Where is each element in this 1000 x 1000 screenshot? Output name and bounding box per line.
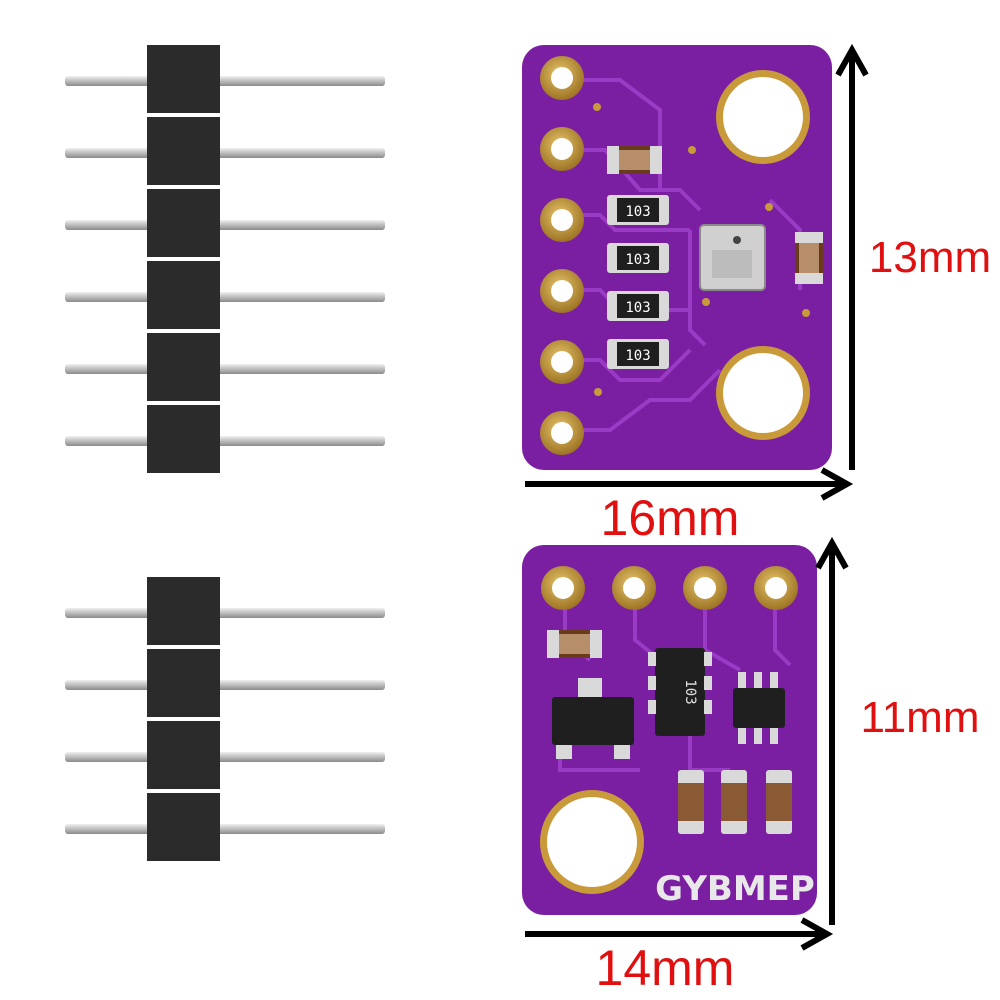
resistor-label-4: 103 <box>625 348 650 364</box>
dimension-arrows <box>525 43 869 951</box>
top-header-pin-1 <box>65 76 385 86</box>
resistor-body-3 <box>617 294 659 318</box>
resistor-label-3: 103 <box>625 300 650 316</box>
bme280-sensor-chip <box>699 224 766 291</box>
mount-hole-bottom-inner <box>547 797 637 887</box>
label-bottom-width: 14mm <box>596 940 735 996</box>
arrowhead-bottom-width <box>800 917 834 951</box>
bottom-header-housing-1 <box>147 577 220 645</box>
top-pad-hole-5 <box>551 351 573 373</box>
arrowhead-top-width <box>820 467 854 501</box>
top-pad-hole-1 <box>551 67 573 89</box>
top-header-pin-5 <box>65 364 385 374</box>
pin-header-4 <box>65 577 385 861</box>
bottom-pad-hole-4 <box>765 577 787 599</box>
label-top-width: 16mm <box>601 490 740 546</box>
vias-top <box>593 103 810 396</box>
top-resistors: 103 103 103 103 <box>607 195 669 369</box>
ic-label: 103 <box>682 679 698 704</box>
bottom-header-pin-2 <box>65 680 385 690</box>
bottom-header-housing-3 <box>147 721 220 789</box>
level-shifter-ic <box>733 672 785 744</box>
bottom-header-housing-4 <box>147 793 220 861</box>
resistor-body-1 <box>617 198 659 222</box>
sensor-board-top: 103 103 103 103 <box>522 45 832 470</box>
top-header-pin-2 <box>65 148 385 158</box>
label-bottom-height: 11mm <box>861 693 980 742</box>
top-board-pads <box>540 56 584 455</box>
bottom-pad-hole-1 <box>552 577 574 599</box>
top-header-housing-2 <box>147 117 220 185</box>
top-header-pin-3 <box>65 220 385 230</box>
pin-header-6 <box>65 45 385 473</box>
resistor-label-1: 103 <box>625 204 650 220</box>
top-header-pin-4 <box>65 292 385 302</box>
arrowhead-bottom-height <box>815 536 849 570</box>
capacitor-bottom-1 <box>547 630 602 658</box>
top-pad-hole-2 <box>551 138 573 160</box>
bottom-header-pin-1 <box>65 608 385 618</box>
bottom-cap-body-3 <box>766 783 792 821</box>
bottom-cap-body-1 <box>678 783 704 821</box>
top-header-housing-4 <box>147 261 220 329</box>
top-header-pin-6 <box>65 436 385 446</box>
bottom-header-pin-4 <box>65 824 385 834</box>
voltage-regulator <box>552 678 634 759</box>
top-pad-hole-4 <box>551 280 573 302</box>
bottom-board-pads <box>541 566 798 610</box>
silkscreen-brand: GYBMEP <box>655 869 815 909</box>
mount-hole-top-2-inner <box>723 353 803 433</box>
capacitor-side <box>795 232 823 284</box>
bottom-pad-hole-2 <box>623 577 645 599</box>
label-top-height: 13mm <box>869 233 991 282</box>
bottom-capacitors <box>678 770 792 834</box>
bottom-pad-hole-3 <box>694 577 716 599</box>
resistor-body-4 <box>617 342 659 366</box>
bottom-cap-body-2 <box>721 783 747 821</box>
sensor-board-bottom: 103 GYBMEP <box>522 545 817 915</box>
top-header-housing-1 <box>147 45 220 113</box>
arrowhead-top-height <box>835 43 869 77</box>
bottom-header-housing-2 <box>147 649 220 717</box>
top-pad-hole-3 <box>551 209 573 231</box>
bottom-header-pin-3 <box>65 752 385 762</box>
mount-hole-top-1-inner <box>723 77 803 157</box>
top-header-housing-3 <box>147 189 220 257</box>
top-header-housing-5 <box>147 333 220 401</box>
resistor-array-ic <box>648 648 712 736</box>
top-header-housing-6 <box>147 405 220 473</box>
top-pad-hole-6 <box>551 422 573 444</box>
resistor-body-2 <box>617 246 659 270</box>
resistor-label-2: 103 <box>625 252 650 268</box>
capacitor-top <box>607 146 662 174</box>
